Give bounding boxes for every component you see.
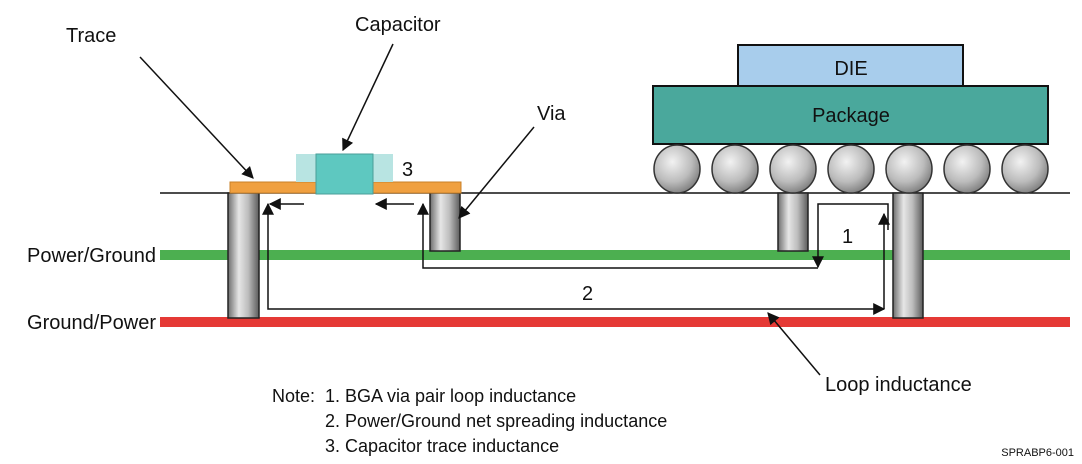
figure-id: SPRABP6-001: [1001, 447, 1074, 459]
bga-ball: [943, 144, 991, 194]
ground-power-label: Ground/Power: [27, 312, 156, 334]
via-right-short: [777, 192, 809, 252]
via-leader: [458, 126, 535, 219]
bga-ball: [885, 144, 933, 194]
bga-ball: [711, 144, 759, 194]
leader-lines: [139, 43, 821, 376]
package-body: [652, 85, 1049, 145]
capacitor-pad-right: [373, 154, 393, 182]
trace-label: Trace: [66, 25, 116, 47]
via-left-short: [429, 192, 461, 252]
die-label: DIE: [834, 58, 867, 80]
via-label: Via: [537, 103, 566, 125]
loop-inductance-leader: [767, 312, 821, 376]
notes-block: Note: 1. BGA via pair loop inductance 2.…: [272, 386, 667, 456]
trace-leader: [139, 56, 254, 179]
via-right-long: [892, 192, 924, 319]
trace-right: [372, 181, 462, 194]
path-1-label: 1: [842, 226, 853, 248]
trace-left: [229, 181, 317, 194]
note-item-1: 1. BGA via pair loop inductance: [325, 386, 576, 406]
capacitor-body: [315, 153, 374, 195]
path-2-upper: [417, 202, 818, 269]
die-body: [737, 44, 964, 87]
note-item-2: 2. Power/Ground net spreading inductance: [325, 411, 667, 431]
current-paths: [262, 198, 890, 315]
via-left-long: [227, 192, 260, 319]
loop-inductance-label: Loop inductance: [825, 374, 972, 396]
bga-ball: [769, 144, 817, 194]
power-ground-plane: [160, 250, 1070, 260]
bga-ball: [653, 144, 701, 194]
note-item-3: 3. Capacitor trace inductance: [325, 436, 559, 456]
power-ground-label: Power/Ground: [27, 245, 156, 267]
capacitor-label: Capacitor: [355, 14, 441, 36]
bga-ball: [1001, 144, 1049, 194]
path-2-loop: [262, 202, 886, 315]
capacitor-leader: [342, 43, 394, 152]
package-label: Package: [812, 105, 890, 127]
bga-ball: [827, 144, 875, 194]
notes-prefix: Note:: [272, 386, 315, 406]
path-2-label: 2: [582, 283, 593, 305]
capacitor-pad-left: [296, 154, 316, 182]
ground-power-plane: [160, 317, 1070, 327]
path-3-label: 3: [402, 159, 413, 181]
bga-balls: [653, 144, 1049, 194]
